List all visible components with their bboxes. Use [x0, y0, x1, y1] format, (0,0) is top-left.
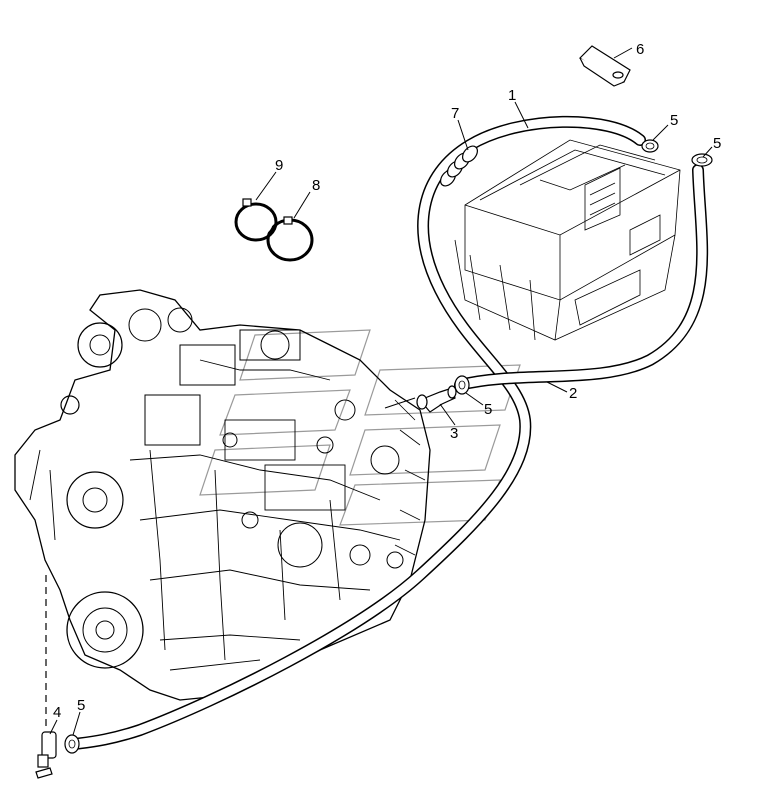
- sleeve-7: [440, 145, 478, 187]
- leader-8: [293, 191, 311, 219]
- turbocharger: [77, 322, 123, 368]
- callout-3: 3: [450, 425, 458, 442]
- callout-6: 6: [636, 41, 644, 58]
- leader-2: [546, 381, 568, 393]
- ring-9: [234, 198, 278, 242]
- clamp-5-heater-right: [691, 153, 713, 167]
- hose-1: [69, 115, 646, 750]
- engine-assembly: [14, 289, 431, 701]
- callout-8: 8: [312, 177, 320, 194]
- leader-lines: [49, 47, 713, 736]
- hose-2: [454, 164, 709, 391]
- clamp-5-heater-top: [641, 139, 659, 153]
- crank-pulley: [66, 591, 144, 669]
- leader-5-heater-top: [652, 124, 669, 141]
- heater-box: [454, 139, 681, 341]
- callout-5-lower: 5: [77, 697, 85, 714]
- leader-7: [457, 119, 469, 151]
- watermark-logo: [199, 329, 521, 526]
- callout-5-heater-right: 5: [713, 135, 721, 152]
- clamp-5-connector: [454, 375, 470, 395]
- clamp-5-lower: [64, 734, 80, 754]
- callout-7: 7: [451, 105, 459, 122]
- fan-pulley: [66, 471, 124, 529]
- leader-5-connector: [465, 392, 484, 406]
- callout-5-connector: 5: [484, 401, 492, 418]
- bracket-6: [579, 45, 631, 87]
- callout-5-heater-top: 5: [670, 112, 678, 129]
- drain-valve-4: [35, 731, 57, 779]
- callout-1: 1: [508, 87, 516, 104]
- leader-3-to-engine: [384, 397, 416, 409]
- ring-8: [266, 216, 314, 262]
- leader-5-heater-right: [702, 146, 713, 158]
- leader-1: [514, 101, 529, 129]
- leader-9: [255, 171, 277, 201]
- callout-2: 2: [569, 385, 577, 402]
- leader-5-lower: [72, 711, 81, 736]
- callout-9: 9: [275, 157, 283, 174]
- leader-6: [613, 47, 633, 59]
- elbow-connector-3: [416, 385, 457, 413]
- leader-3: [439, 403, 456, 426]
- callout-4: 4: [53, 704, 61, 721]
- leader-4: [49, 719, 58, 735]
